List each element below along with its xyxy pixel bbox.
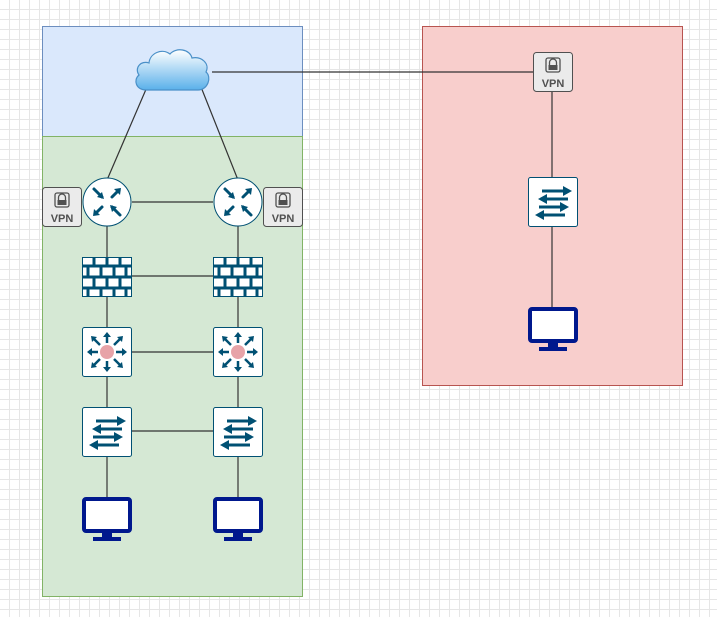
internet-cloud-icon[interactable] bbox=[132, 44, 212, 96]
switch-right-icon[interactable] bbox=[213, 407, 263, 457]
vpn-gateway-left[interactable]: VPN bbox=[42, 187, 82, 227]
firewall-left-icon[interactable] bbox=[82, 257, 132, 297]
vpn-label: VPN bbox=[541, 78, 565, 90]
workstation-right-icon[interactable] bbox=[213, 497, 263, 542]
lock-icon bbox=[263, 187, 303, 227]
core-switch-right-icon[interactable] bbox=[213, 327, 263, 377]
lock-icon bbox=[42, 187, 82, 227]
link-cloud-to-right-router bbox=[200, 86, 239, 181]
router-left-icon[interactable] bbox=[82, 177, 132, 227]
firewall-right-icon[interactable] bbox=[213, 257, 263, 297]
switch-left-icon[interactable] bbox=[82, 407, 132, 457]
vpn-gateway-remote[interactable]: VPN bbox=[533, 52, 573, 92]
switch-remote-icon[interactable] bbox=[528, 177, 578, 227]
vpn-gateway-right[interactable]: VPN bbox=[263, 187, 303, 227]
router-right-icon[interactable] bbox=[213, 177, 263, 227]
vpn-label: VPN bbox=[50, 213, 74, 225]
workstation-left-icon[interactable] bbox=[82, 497, 132, 542]
link-cloud-to-left-router bbox=[106, 86, 148, 181]
lock-icon bbox=[533, 52, 573, 92]
workstation-remote-icon[interactable] bbox=[528, 307, 578, 352]
vpn-label: VPN bbox=[271, 213, 295, 225]
core-switch-left-icon[interactable] bbox=[82, 327, 132, 377]
